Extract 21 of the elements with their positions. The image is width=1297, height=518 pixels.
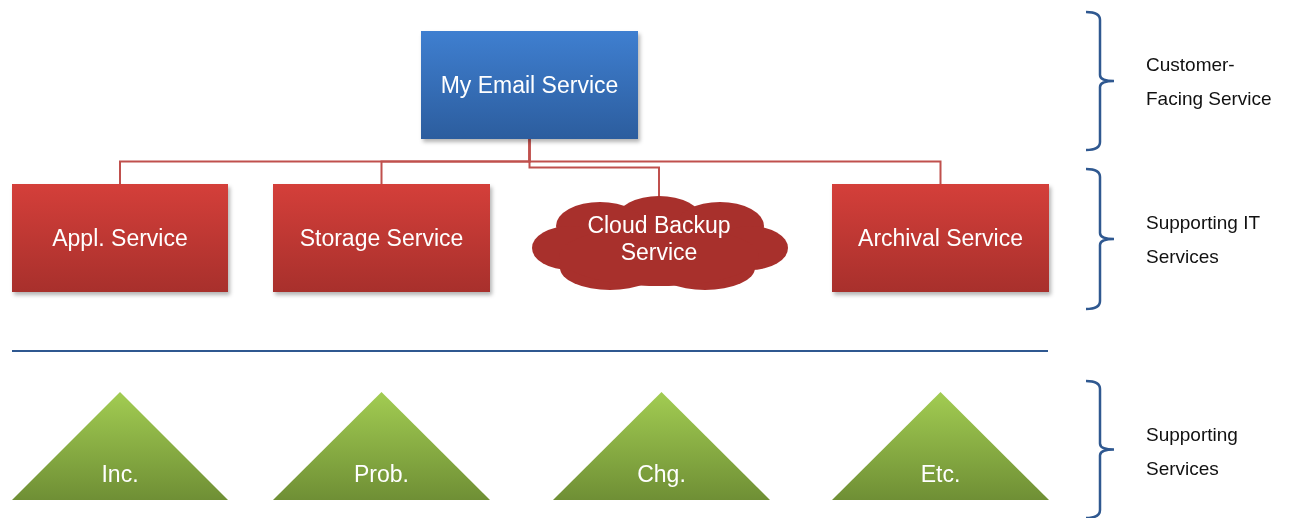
service-box (832, 184, 1049, 292)
triangle-shape (273, 392, 490, 500)
service-box (273, 184, 490, 292)
triangle-shape (832, 392, 1049, 500)
node-label: Archival Service (858, 224, 1023, 252)
service-box (421, 31, 638, 139)
node-label: Prob. (354, 461, 409, 488)
node-label: Storage Service (299, 224, 464, 252)
node-label: My Email Service (440, 71, 619, 99)
node-label: Cloud Backup Service (586, 212, 732, 266)
tier-label: Supporting Services (1146, 423, 1239, 481)
node-label: Inc. (101, 461, 139, 488)
node-label: Etc. (920, 461, 961, 488)
connector-line (528, 138, 942, 185)
service-box (12, 184, 228, 292)
tier-label: Supporting IT Services (1146, 211, 1261, 269)
node-label: Chg. (637, 461, 686, 488)
node-label: Appl. Service (52, 224, 188, 252)
triangle-shape (12, 392, 228, 500)
tier-label: Customer-Facing Service (1146, 53, 1273, 111)
triangle-shape (553, 392, 770, 500)
